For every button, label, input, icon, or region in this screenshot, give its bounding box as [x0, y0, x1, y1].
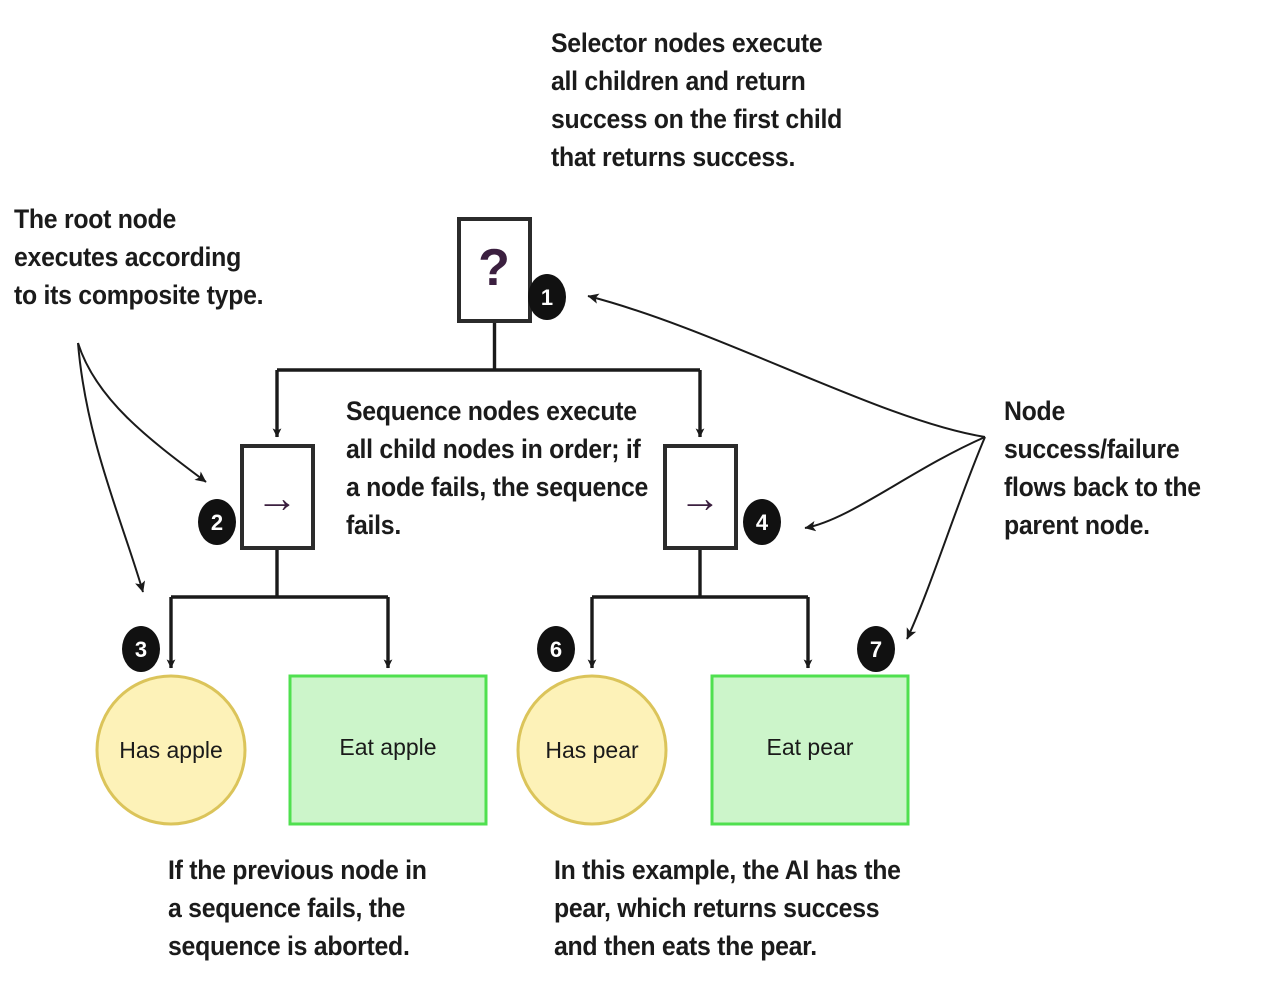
badge-4-shape: [743, 499, 781, 545]
annotation-abort: If the previous node in a sequence fails…: [168, 855, 427, 961]
sequence-left-box[interactable]: [240, 444, 315, 550]
sequence-arrow-icon: →: [679, 474, 721, 521]
annotation-sequence: Sequence nodes execute all child nodes i…: [346, 396, 649, 540]
node-has-apple[interactable]: Has apple: [95, 674, 247, 826]
eat-pear-label: Eat pear: [767, 734, 854, 760]
badge-7-shape: [857, 626, 895, 672]
badge-6-shape: [537, 626, 575, 672]
badge-3-shape: [122, 626, 160, 672]
badge-4-label: 4: [756, 510, 769, 535]
badge-2-shape: [198, 499, 236, 545]
badge-7-label: 7: [870, 637, 882, 662]
badge-2-label: 2: [211, 510, 223, 535]
badge-7: 7: [857, 626, 895, 672]
eat-pear-box[interactable]: [710, 674, 910, 826]
annotation-selector: Selector nodes execute all children and …: [551, 28, 842, 172]
connector-right-sequence-to-leaves: [587, 548, 813, 669]
has-pear-label: Has pear: [545, 737, 639, 763]
badge-1-label: 1: [541, 285, 553, 310]
annotation-root: The root node executes according to its …: [14, 204, 264, 310]
root-node-box[interactable]: [457, 217, 532, 323]
annotation-flow-back: Node success/failure flows back to the p…: [1004, 396, 1201, 540]
badge-4: 4: [743, 499, 781, 545]
annotation-example: In this example, the AI has the pear, wh…: [554, 855, 901, 961]
node-eat-pear[interactable]: Eat pear: [710, 674, 910, 826]
badge-3-label: 3: [135, 637, 147, 662]
has-apple-circle[interactable]: [95, 674, 247, 826]
has-pear-circle[interactable]: [516, 674, 668, 826]
connector-root-to-sequences: [272, 321, 705, 438]
node-has-pear[interactable]: Has pear: [516, 674, 668, 826]
eat-apple-box[interactable]: [288, 674, 488, 826]
badge-6: 6: [537, 626, 575, 672]
badge-6-label: 6: [550, 637, 562, 662]
badge-1-shape: [528, 274, 566, 320]
connector-left-sequence-to-leaves: [166, 548, 393, 669]
leader-lines-right: [587, 293, 986, 640]
node-sequence-right[interactable]: →: [663, 444, 738, 550]
eat-apple-label: Eat apple: [339, 734, 436, 760]
has-apple-label: Has apple: [119, 737, 223, 763]
leader-lines-left: [77, 342, 207, 593]
node-eat-apple[interactable]: Eat apple: [288, 674, 488, 826]
node-sequence-left[interactable]: →: [240, 444, 315, 550]
badge-1: 1: [528, 274, 566, 320]
sequence-right-box[interactable]: [663, 444, 738, 550]
badge-2: 2: [198, 499, 236, 545]
selector-question-icon: ?: [478, 239, 510, 297]
sequence-arrow-icon: →: [256, 474, 298, 521]
node-root-selector[interactable]: ?: [457, 217, 532, 323]
badge-3: 3: [122, 626, 160, 672]
